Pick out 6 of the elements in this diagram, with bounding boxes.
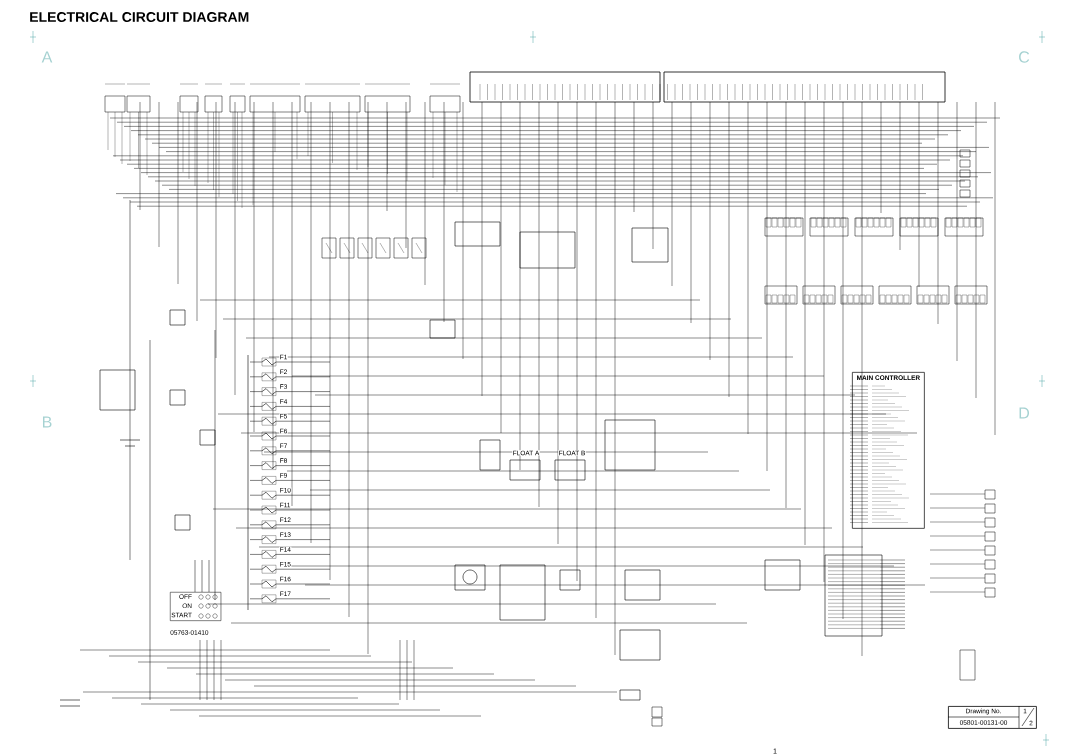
title-block: [948, 706, 1037, 729]
zone-letter: B: [43, 416, 52, 428]
zone-letter: A: [41, 51, 53, 63]
title: ELECTRICAL CIRCUIT DIAGRAM: [30, 12, 249, 22]
zone-letter: D: [1019, 407, 1030, 419]
zone-letter: C: [1019, 51, 1030, 63]
